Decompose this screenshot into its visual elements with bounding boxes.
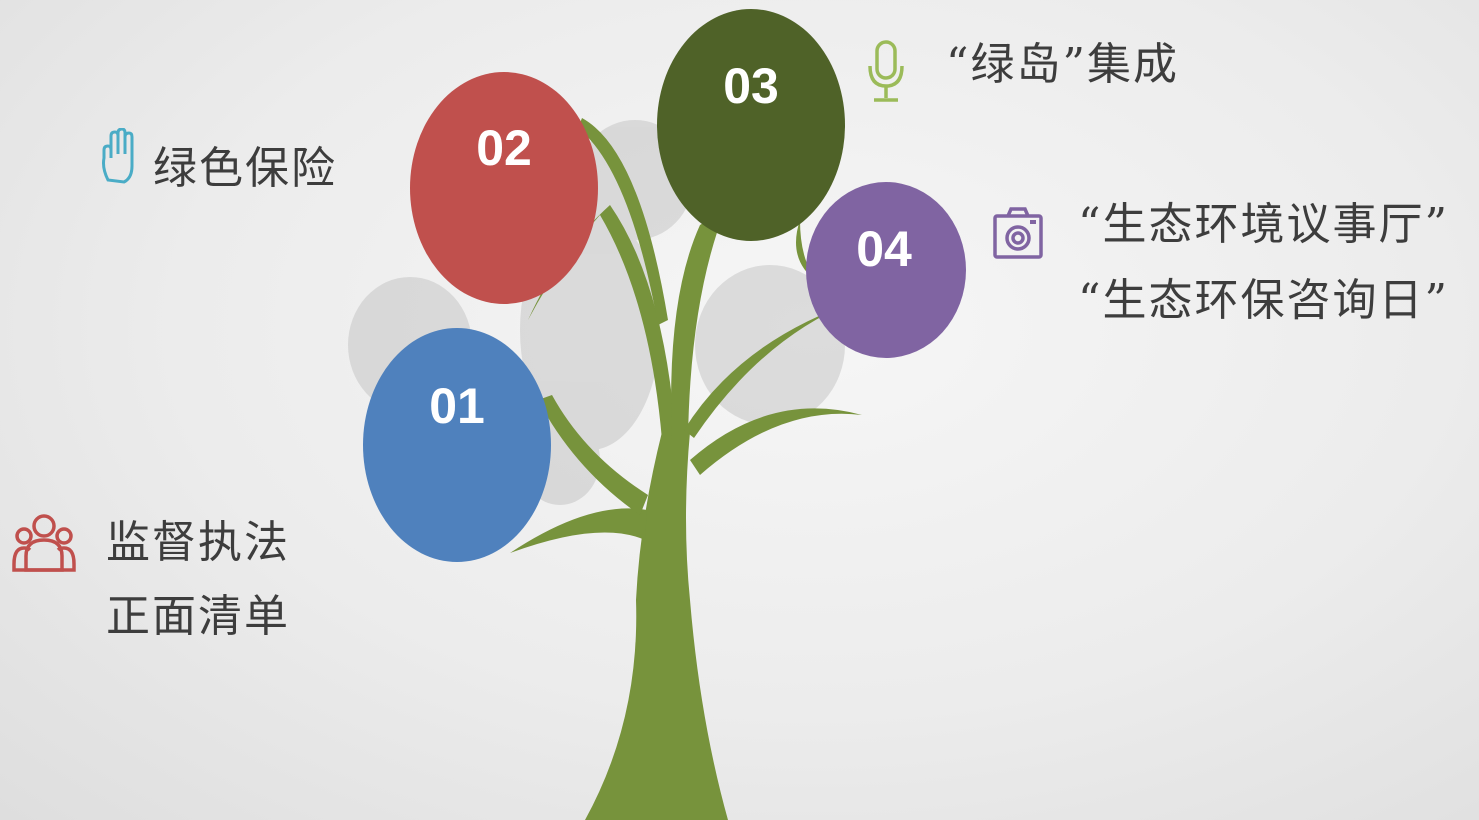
label-01-line2: 正面清单 xyxy=(106,591,290,642)
leaf-03: 03 xyxy=(657,9,845,241)
leaf-number-03: 03 xyxy=(723,58,779,114)
branch-01 xyxy=(510,508,647,553)
leaf-circle-03 xyxy=(657,9,845,241)
branch-04 xyxy=(684,220,860,438)
hand-icon xyxy=(102,128,134,184)
tree xyxy=(510,118,862,820)
branch-02 xyxy=(528,205,676,440)
leaf-02: 02 xyxy=(410,72,598,304)
label-04-line2: “生态环保咨询日” xyxy=(1078,275,1449,326)
microphone-icon xyxy=(868,40,904,102)
branch-01-upper xyxy=(538,395,648,515)
leaf-number-02: 02 xyxy=(476,120,532,176)
leaf-04: 04 xyxy=(806,182,966,358)
leaf-circle-02 xyxy=(410,72,598,304)
label-02: 绿色保险 xyxy=(153,143,337,194)
tree-trunk xyxy=(585,432,728,820)
branch-right-lower xyxy=(690,408,862,475)
label-04-line1: “生态环境议事厅” xyxy=(1078,199,1449,250)
leaf-number-01: 01 xyxy=(429,378,485,434)
leaf-number-04: 04 xyxy=(856,221,912,277)
branch-02-stem xyxy=(578,118,668,325)
people-icon xyxy=(12,514,76,572)
branch-03 xyxy=(671,210,725,440)
leaf-01: 01 xyxy=(363,328,551,562)
camera-icon xyxy=(993,207,1043,259)
label-01-line1: 监督执法 xyxy=(106,517,290,568)
leaf-circle-04 xyxy=(806,182,966,358)
label-03: “绿岛”集成 xyxy=(946,39,1179,90)
leaf-circle-01 xyxy=(363,328,551,562)
